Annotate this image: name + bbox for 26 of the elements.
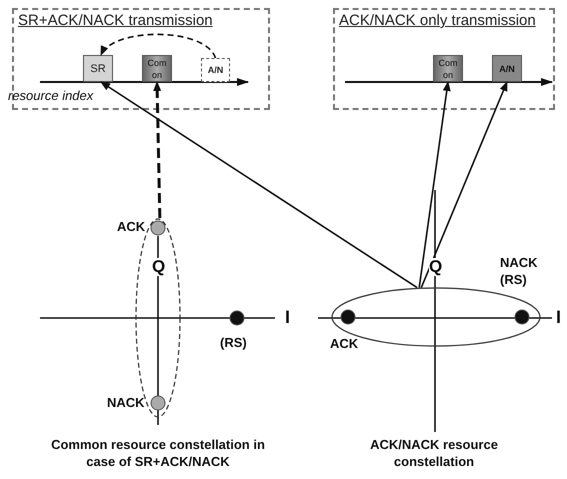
resource-block: A/N (201, 58, 230, 82)
point-label: ACK (330, 336, 358, 351)
arrow (420, 81, 508, 288)
axis-label: resource index (8, 88, 94, 103)
resource-block: Com on (433, 55, 463, 82)
axis-label: Q (152, 258, 166, 276)
caption: Common resource constellation in case of SR+ACK/NACK (50, 436, 266, 470)
axis-label: I (556, 307, 562, 328)
axis-label: I (285, 307, 290, 328)
arrow (100, 81, 418, 288)
arrow (153, 81, 162, 218)
caption: ACK/NACK resource constellation (369, 436, 499, 470)
constellation-ellipse (331, 287, 541, 347)
panel-title: ACK/NACK only transmission (339, 12, 536, 29)
resource-block: Com on (142, 55, 172, 82)
arrow (100, 34, 216, 58)
transmission-panel (333, 8, 555, 110)
resource-block: SR (83, 55, 113, 82)
point-label: NACK (RS) (500, 254, 539, 288)
arrow (418, 81, 451, 288)
axis-label: Q (429, 258, 442, 276)
resource-block: A/N (492, 55, 522, 82)
panel-title: SR+ACK/NACK transmission (18, 12, 213, 29)
point-label: ACK (117, 219, 146, 234)
point-label: NACK (107, 395, 145, 410)
point-label: (RS) (220, 335, 247, 350)
